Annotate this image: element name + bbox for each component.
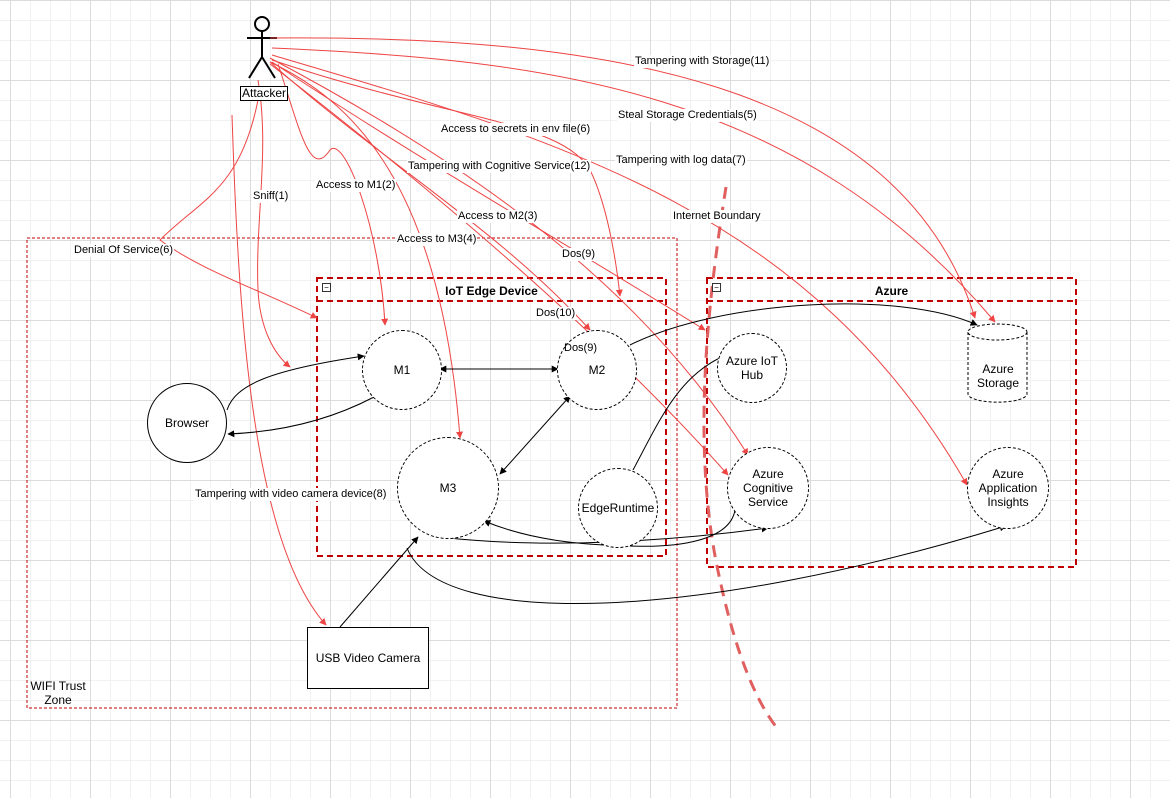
wifi-label-line2: Zone <box>44 693 72 707</box>
iot-edge-collapse-icon[interactable]: − <box>322 283 331 292</box>
cognitive-label-line3: Service <box>747 495 788 509</box>
wifi-label-line1: WIFI Trust <box>30 679 86 693</box>
usb-video-camera-node[interactable]: USB Video Camera <box>307 627 429 689</box>
m2-label: M2 <box>588 363 606 377</box>
browser-node[interactable]: Browser <box>147 383 227 463</box>
threat-arrow-denial-of-service <box>159 99 318 319</box>
usb-video-camera-label: USB Video Camera <box>315 651 421 665</box>
threat-arrow-dos-9a <box>271 61 706 331</box>
m3-label: M3 <box>439 481 457 495</box>
azure-collapse-icon[interactable]: − <box>712 283 721 292</box>
iot-edge-device-boundary <box>316 277 667 557</box>
threat-label-tampering-camera: Tampering with video camera device(8) <box>194 488 388 501</box>
m1-node[interactable]: M1 <box>362 330 442 410</box>
threat-label-secrets-env: Access to secrets in env file(6) <box>440 123 592 136</box>
storage-label-line2: Storage <box>976 376 1020 390</box>
azure-application-insights-node[interactable]: Azure Application Insights <box>967 447 1049 529</box>
insights-label-line1: Azure <box>992 467 1024 481</box>
m1-label: M1 <box>393 363 411 377</box>
flow-m2-m3 <box>499 395 571 475</box>
azure-cognitive-service-node[interactable]: Azure Cognitive Service <box>727 447 809 529</box>
threat-label-access-m3: Access to M3(4) <box>396 233 478 246</box>
threat-label-steal-credentials: Steal Storage Credentials(5) <box>617 109 758 122</box>
edge-runtime-label: EdgeRuntime <box>581 501 655 515</box>
azure-iot-hub-node[interactable]: Azure IoT Hub <box>717 333 787 403</box>
flow-camera-to-m3 <box>339 536 419 628</box>
threat-arrow-access-m3 <box>269 61 464 439</box>
threat-label-tampering-storage: Tampering with Storage(11) <box>634 55 771 68</box>
threat-arrow-tampering-storage <box>269 37 977 319</box>
threat-arrow-sniff <box>257 79 291 368</box>
insights-label-line2: Application <box>978 481 1038 495</box>
flow-edgeruntime-to-iothub <box>632 350 735 471</box>
threat-arrow-secrets-env <box>271 59 623 297</box>
threat-label-dos-9b: Dos(9) <box>564 342 598 354</box>
threat-arrow-dos-9b <box>269 63 729 476</box>
internet-boundary-label: Internet Boundary <box>672 210 762 223</box>
threat-label-tampering-log: Tampering with log data(7) <box>615 154 747 167</box>
iot-hub-label-line2: Hub <box>740 368 763 382</box>
azure-storage-node[interactable]: Azure Storage <box>968 362 1028 390</box>
edge-runtime-node[interactable]: EdgeRuntime <box>578 468 658 548</box>
flow-m2-to-storage <box>629 303 978 346</box>
threat-label-access-m2: Access to M2(3) <box>457 210 539 223</box>
threat-arrow-access-m1 <box>277 63 389 326</box>
m3-node[interactable]: M3 <box>397 437 499 539</box>
threat-arrow-access-m2 <box>269 61 591 331</box>
threat-label-tampering-cognitive: Tampering with Cognitive Service(12) <box>407 160 592 173</box>
azure-boundary <box>706 277 1077 568</box>
internet-boundary-line <box>702 186 779 729</box>
flow-m3-to-insights <box>406 524 1007 605</box>
cognitive-label-line1: Azure <box>752 467 784 481</box>
azure-title: Azure <box>874 284 909 298</box>
attacker-label: Attacker <box>240 86 289 101</box>
browser-label: Browser <box>164 416 209 430</box>
flow-m1-to-browser <box>227 396 375 438</box>
insights-label-line3: Insights <box>987 495 1029 509</box>
threat-arrow-tampering-camera <box>231 114 327 626</box>
cognitive-label-line2: Cognitive <box>742 481 794 495</box>
storage-label-line1: Azure <box>982 362 1014 376</box>
threat-arrow-steal-credentials <box>271 47 996 323</box>
threat-arrows <box>159 37 996 626</box>
threat-label-dos-10: Dos(10) <box>535 307 577 320</box>
azure-storage-cylinder[interactable] <box>967 323 1028 403</box>
threat-label-access-m1: Access to M1(2) <box>315 179 397 192</box>
attacker-figure[interactable] <box>247 16 277 79</box>
threat-arrow-tampering-log <box>271 54 968 486</box>
threat-label-denial-of-service: Denial Of Service(6) <box>73 244 175 257</box>
threat-label-dos-9a: Dos(9) <box>561 248 597 261</box>
threat-arrow-tampering-cognitive <box>269 57 749 456</box>
iot-edge-device-title: IoT Edge Device <box>445 284 538 298</box>
iot-hub-label-line1: Azure IoT <box>725 354 779 368</box>
wifi-trust-zone-label: WIFI Trust Zone <box>29 679 87 707</box>
wifi-trust-zone-boundary <box>26 237 678 709</box>
threat-label-sniff: Sniff(1) <box>252 190 290 203</box>
m2-node[interactable]: M2 <box>557 330 637 410</box>
flow-browser-to-m1 <box>226 353 365 411</box>
